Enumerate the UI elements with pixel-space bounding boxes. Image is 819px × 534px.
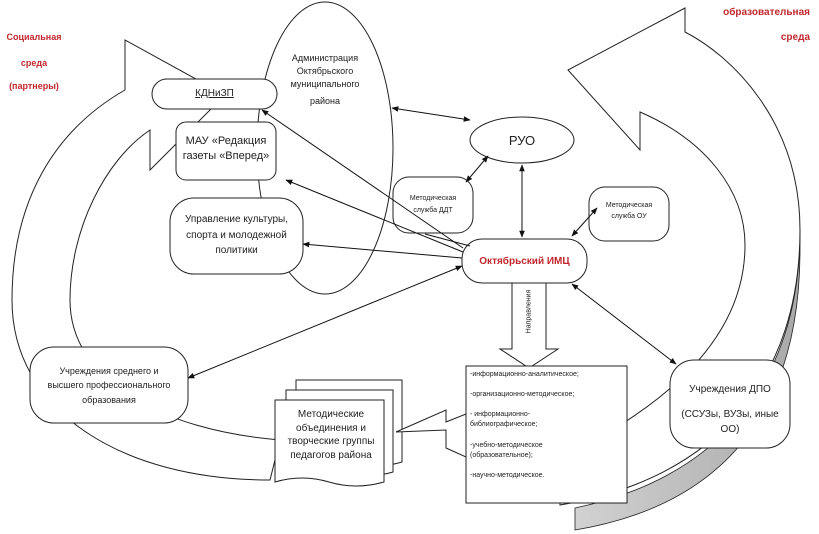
administration-label: Администрация Октябрьского муниципальног… — [275, 52, 375, 108]
direction-item-2: -организационно-методическое; — [470, 391, 575, 399]
mau-box — [175, 121, 277, 181]
direction-item-4b: (образовательное); — [470, 451, 533, 459]
social-environment-label: Социальная среда (партнеры) — [4, 31, 64, 94]
social-line-2: среда — [20, 57, 48, 68]
culture-line-3: политики — [215, 245, 258, 256]
culture-label: Управление культуры, спорта и молодежной… — [170, 212, 303, 259]
directions-box — [465, 365, 628, 504]
ddt-box — [392, 176, 474, 234]
ou-label: Методическая служба ОУ — [589, 201, 669, 222]
direction-item-5: -научно-методическое. — [470, 471, 545, 479]
connector-highered-imc — [187, 265, 463, 379]
directions-arrow-text: Направления — [525, 289, 533, 334]
kdnizp-text: КДНиЗП — [195, 88, 234, 99]
higher-ed-line-3: образования — [82, 394, 136, 405]
ou-line-2: служба ОУ — [611, 212, 647, 220]
culture-line-2: спорта и молодежной — [186, 229, 287, 241]
direction-item-1: -информационно-аналитическое; — [470, 371, 579, 378]
connector-mau-imc — [285, 179, 464, 253]
social-line-3: (партнеры) — [9, 81, 59, 91]
dpo-line-1: Учреждения ДПО — [689, 384, 771, 395]
ruo-text: РУО — [508, 133, 536, 148]
social-line-1: Социальная — [6, 32, 62, 42]
methodical-label: Методические объединения и творческие гр… — [279, 408, 383, 462]
administration-line-4: района — [309, 96, 341, 107]
dpo-line-2: (ССУЗы, ВУЗы, иные — [681, 409, 779, 420]
edu-line-2: среда — [780, 32, 810, 43]
administration-line-3: муниципального — [290, 79, 360, 90]
directions-list: -информационно-аналитическое; -организац… — [470, 370, 626, 481]
dpo-line-3: ОО) — [720, 424, 740, 435]
dpo-box — [669, 359, 791, 449]
ruo-ellipse — [469, 116, 575, 164]
ddt-line-2: служба ДДТ — [413, 206, 453, 214]
methodical-line-3: творческие группы — [287, 436, 375, 447]
imc-text: Октябрьский ИМЦ — [479, 256, 570, 267]
administration-line-1: Администрация — [291, 53, 359, 63]
higher-ed-line-2: высшего профессионального — [47, 380, 171, 391]
methodical-line-2: объединения и — [296, 422, 366, 434]
connector-ddt-imc — [424, 233, 471, 247]
dpo-label: Учреждения ДПО (ССУЗы, ВУЗы, иные ОО) — [670, 382, 790, 437]
higher-ed-line-1: Учреждения среднего и — [59, 366, 159, 376]
methodical-line-1: Методические — [297, 409, 365, 420]
connector-ou-imc — [571, 207, 598, 237]
kdnizp-label: КДНиЗП — [152, 86, 277, 101]
imc-label: Октябрьский ИМЦ — [462, 254, 587, 269]
educational-environment-label: образовательная среда — [698, 5, 810, 45]
ddt-label: Методическая служба ДДТ — [393, 193, 473, 217]
to-methodical-arrow — [395, 409, 467, 458]
administration-line-2: Октябрьского — [296, 66, 354, 77]
kdnizp-box — [151, 78, 278, 110]
mau-label: МАУ «Редакция газеты «Вперед» — [176, 134, 276, 165]
ou-line-1: Методическая — [605, 202, 653, 209]
methodical-docs-stack — [274, 379, 403, 487]
connector-ruo-ddt — [465, 155, 489, 183]
connector-imc-dpo — [571, 283, 677, 365]
directions-arrow-label: Направления — [526, 282, 533, 342]
ddt-line-1: Методическая — [409, 195, 457, 202]
connector-kdnizp-imc — [261, 109, 464, 249]
connectors — [187, 106, 677, 379]
ruo-label: РУО — [470, 131, 574, 151]
direction-item-4a: -учебно-методическое — [470, 441, 543, 449]
higher-ed-box — [29, 346, 189, 424]
culture-line-1: Управление культуры, — [184, 214, 288, 225]
directions-arrow — [498, 282, 560, 369]
higher-ed-label: Учреждения среднего и высшего профессион… — [30, 364, 188, 407]
mau-line-2: газеты «Вперед» — [182, 150, 270, 163]
edu-line-1: образовательная — [723, 7, 810, 18]
connector-admin-ruo — [391, 106, 471, 122]
direction-item-3a: - информационно- — [470, 411, 531, 419]
methodical-line-4: педагогов района — [290, 449, 372, 461]
mau-line-1: МАУ «Редакция — [185, 135, 267, 147]
direction-item-3b: библиографическое; — [470, 421, 538, 429]
connector-culture-imc — [302, 241, 463, 259]
